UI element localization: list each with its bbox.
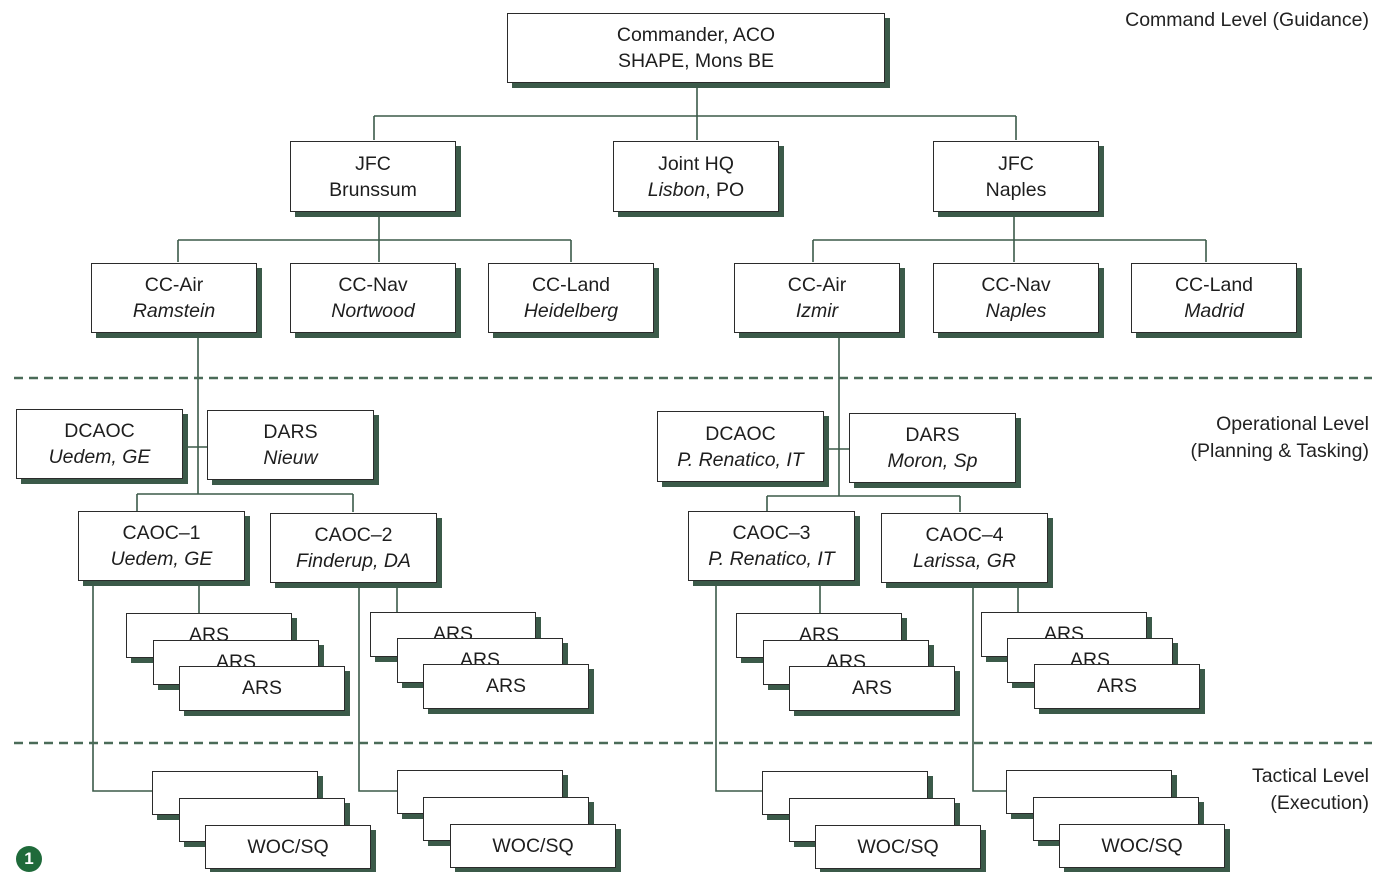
command-level-label: Command Level (Guidance) xyxy=(1125,9,1369,31)
ars-box: ARS xyxy=(179,666,345,711)
ars-box: ARS xyxy=(789,666,955,711)
ars-box: ARS xyxy=(1034,664,1200,709)
tactical-level-label: Tactical Level (Execution) xyxy=(1251,765,1369,814)
joint-hq-box: Joint HQ Lisbon, PO xyxy=(613,141,779,212)
operational-level-label: Operational Level (Planning & Tasking) xyxy=(1190,413,1370,462)
woc-sq-box: WOC/SQ xyxy=(815,825,981,869)
commander-aco-box: Commander, ACO SHAPE, Mons BE xyxy=(507,13,885,83)
woc-sq-box: WOC/SQ xyxy=(450,824,616,868)
woc-sq-box: WOC/SQ xyxy=(205,825,371,869)
ars-box: ARS xyxy=(423,664,589,709)
woc-sq-box: WOC/SQ xyxy=(1059,824,1225,868)
jfc-brunssum-box: JFC Brunssum xyxy=(290,141,456,212)
jfc-naples-box: JFC Naples xyxy=(933,141,1099,212)
figure-number-badge: 1 xyxy=(16,846,42,872)
